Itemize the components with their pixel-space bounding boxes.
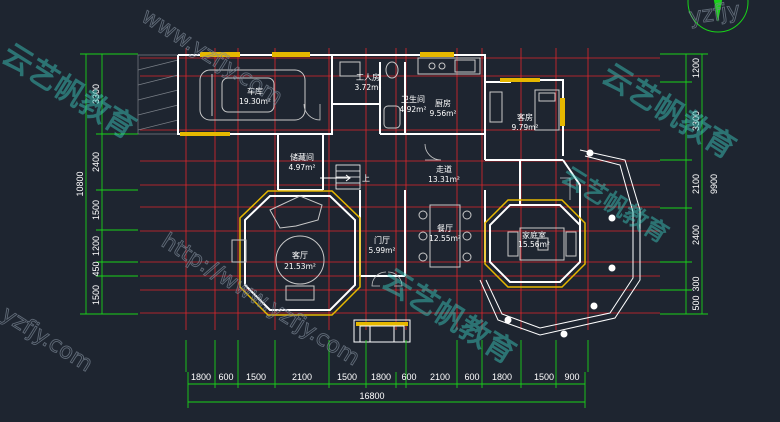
- guest-bed: [489, 89, 560, 131]
- dim-bottom-11: 1500: [534, 372, 554, 382]
- garage-car: [199, 69, 306, 121]
- foyer-area: 5.99m²: [368, 246, 395, 255]
- dining-area: 12.55m²: [429, 234, 461, 243]
- piano: [269, 195, 323, 229]
- north-arrow: [687, 0, 749, 33]
- garage-area: 19.30m²: [239, 97, 271, 106]
- dim-right-4: 2400: [691, 225, 701, 245]
- terrace-outline: [479, 149, 641, 338]
- bathroom-area: 4.92m²: [399, 105, 426, 114]
- window-strips: [180, 52, 565, 326]
- family-area: 15.56m²: [518, 240, 550, 249]
- family-room-octagon: [489, 204, 581, 283]
- dim-right-5: 300: [691, 276, 701, 291]
- workroom-name: 工人房: [356, 72, 380, 82]
- dim-left-1: 3300: [91, 84, 101, 104]
- dim-bottom-8: 2100: [430, 372, 450, 382]
- dim-left-2: 2400: [91, 152, 101, 172]
- dim-bottom-total: 16800: [359, 391, 384, 401]
- kitchen-area: 9.56m²: [429, 109, 456, 118]
- corridor-area: 13.31m²: [428, 175, 460, 184]
- family-sofa-set: [507, 227, 577, 261]
- dining-name: 餐厅: [437, 224, 453, 233]
- family-room-window-band: [484, 199, 586, 288]
- dimension-lines: [80, 53, 708, 408]
- dim-right-6: 500: [691, 295, 701, 310]
- stair-arrow: [320, 174, 351, 182]
- dim-bottom-10: 1800: [492, 372, 512, 382]
- storage-name: 储藏间: [290, 152, 314, 162]
- foyer-steps: [353, 319, 411, 343]
- doors: [303, 103, 571, 287]
- living-area: 21.53m²: [284, 262, 316, 271]
- storage-area: 4.97m²: [288, 163, 315, 172]
- guestroom-name: 客房: [517, 112, 533, 122]
- dim-bottom-12: 900: [564, 372, 579, 382]
- dim-left-total: 10800: [75, 171, 85, 196]
- dim-right-total: 9900: [709, 174, 719, 194]
- living-name: 客厅: [292, 250, 308, 260]
- living-room-octagon: [244, 195, 356, 311]
- dim-right-2: 3300: [691, 111, 701, 131]
- dim-bottom-4: 2100: [292, 372, 312, 382]
- living-sofa-set: [231, 235, 325, 301]
- kitchen-counter: [417, 57, 481, 75]
- garage-name: 车库: [247, 86, 263, 96]
- dim-bottom-9: 600: [464, 372, 479, 382]
- dim-bottom-6: 1800: [371, 372, 391, 382]
- dim-left-3: 1500: [91, 200, 101, 220]
- living-room-window-band: [239, 190, 361, 316]
- corridor-name: 走道: [436, 164, 452, 174]
- bathroom-name: 卫生间: [401, 94, 425, 104]
- family-name: 家庭室: [522, 230, 546, 240]
- workroom-area: 3.72m²: [354, 83, 381, 92]
- dim-bottom-2: 600: [218, 372, 233, 382]
- dim-right-3: 2100: [691, 174, 701, 194]
- dim-left-4: 1200: [91, 236, 101, 256]
- guestroom-area: 9.79m²: [511, 123, 538, 132]
- kitchen-name: 厨房: [435, 98, 451, 108]
- stair-up-label: 上: [362, 174, 370, 183]
- foyer-name: 门厅: [374, 235, 390, 245]
- dim-left-5: 450: [91, 261, 101, 276]
- bathroom-fixtures: [339, 61, 401, 129]
- dim-bottom-3: 1500: [246, 372, 266, 382]
- dim-right-1: 1200: [691, 58, 701, 78]
- dim-left-6: 1500: [91, 285, 101, 305]
- dim-bottom-7: 600: [401, 372, 416, 382]
- dim-bottom-1: 1800: [191, 372, 211, 382]
- dining-table: [418, 204, 472, 268]
- dim-bottom-5: 1500: [337, 372, 357, 382]
